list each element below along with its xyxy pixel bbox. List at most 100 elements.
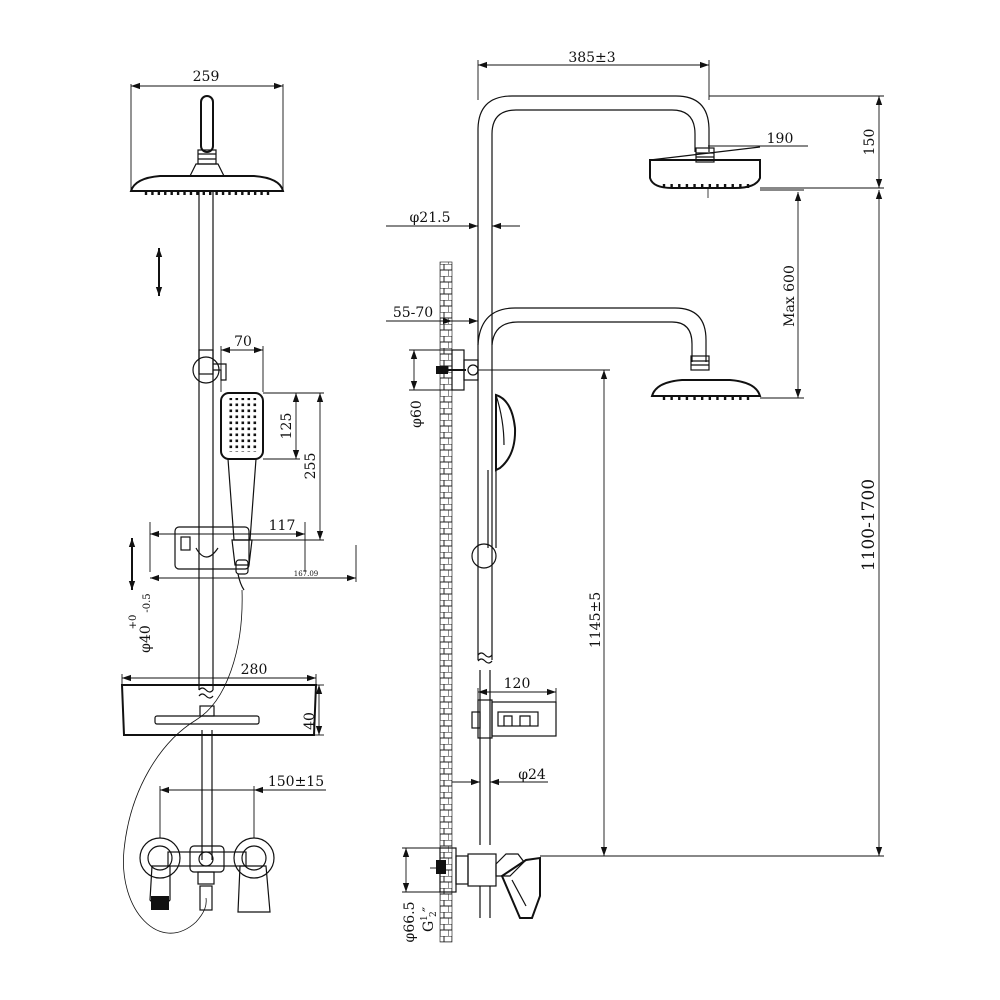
label-handset-width: 70 — [234, 334, 252, 350]
nozzle-mark — [234, 191, 238, 195]
nozzle-mark — [739, 396, 742, 400]
nozzle-mark — [209, 191, 212, 195]
nozzle-mark — [253, 191, 257, 195]
nozzle-mark — [678, 396, 681, 400]
label-arm-reach: 385±3 — [568, 50, 615, 66]
dim-head-width: 259 — [130, 69, 284, 190]
label-holder-depth: 117 — [269, 518, 296, 534]
dim-bar-dia: φ24 — [452, 767, 548, 786]
dim-arm-reach: 385±3 — [477, 50, 710, 100]
nozzle-mark — [723, 184, 727, 188]
label-thread: G 1 2 ″ — [420, 907, 439, 932]
label-pipe-dia: φ21.5 — [410, 210, 451, 226]
nozzle-mark — [157, 191, 161, 195]
nozzle-mark — [164, 191, 167, 195]
nozzle-mark — [678, 184, 681, 188]
dim-handset-width: 70 — [220, 334, 264, 392]
svg-text:1: 1 — [420, 915, 430, 921]
label-total-height: 1100-1700 — [859, 479, 879, 571]
nozzle-mark — [685, 396, 689, 400]
dim-rail-dia: φ40 +0 -0.5 — [128, 593, 154, 652]
nozzle-mark — [685, 184, 689, 188]
hose-front — [123, 589, 243, 934]
dim-shelf-height: 40 — [302, 684, 324, 736]
label-rail-tol-upper: +0 — [128, 615, 139, 630]
dim-holder-small: 167.09 — [150, 545, 357, 582]
nozzle-mark — [746, 396, 750, 400]
rain-head-side-lower — [477, 307, 762, 400]
mixer-side — [436, 847, 541, 919]
nozzle-mark — [151, 191, 154, 195]
label-handset-length: 255 — [303, 453, 319, 480]
shelf-front — [120, 684, 318, 736]
label-head-width: 259 — [193, 69, 220, 85]
nozzle-mark — [189, 191, 193, 195]
nozzle-mark — [183, 191, 186, 195]
nozzle-mark — [700, 396, 704, 400]
rail-clamp — [192, 349, 227, 384]
label-rail-tol-lower: -0.5 — [142, 593, 153, 612]
label-flange-dia: φ66.5 — [402, 902, 418, 943]
side-view: 385±3 190 150 φ21.5 55-70 Max 600 — [386, 50, 884, 942]
rain-head-side-upper — [649, 146, 761, 198]
hand-shower-front — [220, 392, 264, 566]
label-shelf-depth: 120 — [504, 676, 531, 692]
dim-handset-head: 125 — [263, 392, 300, 460]
nozzle-mark — [662, 184, 666, 188]
front-view: 259 70 125 255 117 167 — [120, 69, 357, 934]
nozzle-mark — [716, 184, 719, 188]
svg-text:″: ″ — [421, 907, 437, 912]
label-head-height: 150 — [862, 129, 878, 156]
nozzle-mark — [708, 184, 712, 188]
nozzle-mark — [739, 184, 742, 188]
mixer-front — [139, 837, 275, 913]
label-head-dia: 190 — [767, 131, 794, 147]
label-bracket-dia: φ60 — [409, 400, 425, 428]
label-shelf-height: 40 — [302, 712, 318, 730]
nozzle-mark — [196, 191, 199, 195]
nozzle-mark — [731, 396, 734, 400]
hand-shower-side — [471, 393, 517, 569]
nozzle-mark — [746, 184, 750, 188]
dim-flange: φ66.5 G 1 2 ″ — [402, 847, 440, 943]
label-bar-dia: φ24 — [518, 767, 546, 783]
dim-handset-length: 255 — [252, 392, 324, 541]
nozzle-mark — [247, 191, 250, 195]
dim-mount-height: 1145±5 — [478, 369, 610, 856]
nozzle-mark — [700, 184, 704, 188]
nozzle-mark — [670, 396, 673, 400]
nozzle-mark — [215, 191, 218, 195]
label-mount-height: 1145±5 — [588, 592, 604, 648]
wall-section — [439, 261, 453, 943]
dim-shelf-depth: 120 — [477, 676, 557, 702]
nozzle-mark — [723, 396, 727, 400]
svg-text:2: 2 — [429, 911, 439, 917]
dim-shelf-width: 280 — [121, 662, 317, 684]
riser-pipe — [477, 95, 710, 845]
nozzle-mark — [221, 191, 225, 195]
label-mixer-centres: 150±15 — [268, 774, 324, 790]
label-wall-offset: 55-70 — [393, 305, 433, 321]
nozzle-mark — [228, 191, 231, 195]
dim-adjust-range: Max 600 — [760, 189, 804, 399]
label-adjust-range: Max 600 — [782, 265, 798, 327]
nozzle-mark — [241, 191, 244, 195]
label-holder-small: 167.09 — [294, 570, 319, 578]
nozzle-mark — [693, 396, 696, 400]
shelf-side — [471, 699, 557, 739]
nozzle-mark — [693, 184, 696, 188]
nozzle-mark — [670, 184, 673, 188]
nozzle-mark — [266, 191, 270, 195]
dim-head-height: 150 — [709, 95, 884, 189]
nozzle-mark — [708, 396, 712, 400]
dim-bracket-dia: φ60 — [409, 349, 452, 428]
nozzle-mark — [716, 396, 719, 400]
nozzle-mark — [202, 191, 205, 195]
nozzle-mark — [731, 184, 734, 188]
dim-total-height: 1100-1700 — [540, 190, 884, 857]
nozzle-mark — [144, 191, 148, 195]
dim-mixer-centres: 150±15 — [159, 774, 326, 838]
nozzle-mark — [170, 191, 173, 195]
rain-head-front — [129, 95, 285, 195]
